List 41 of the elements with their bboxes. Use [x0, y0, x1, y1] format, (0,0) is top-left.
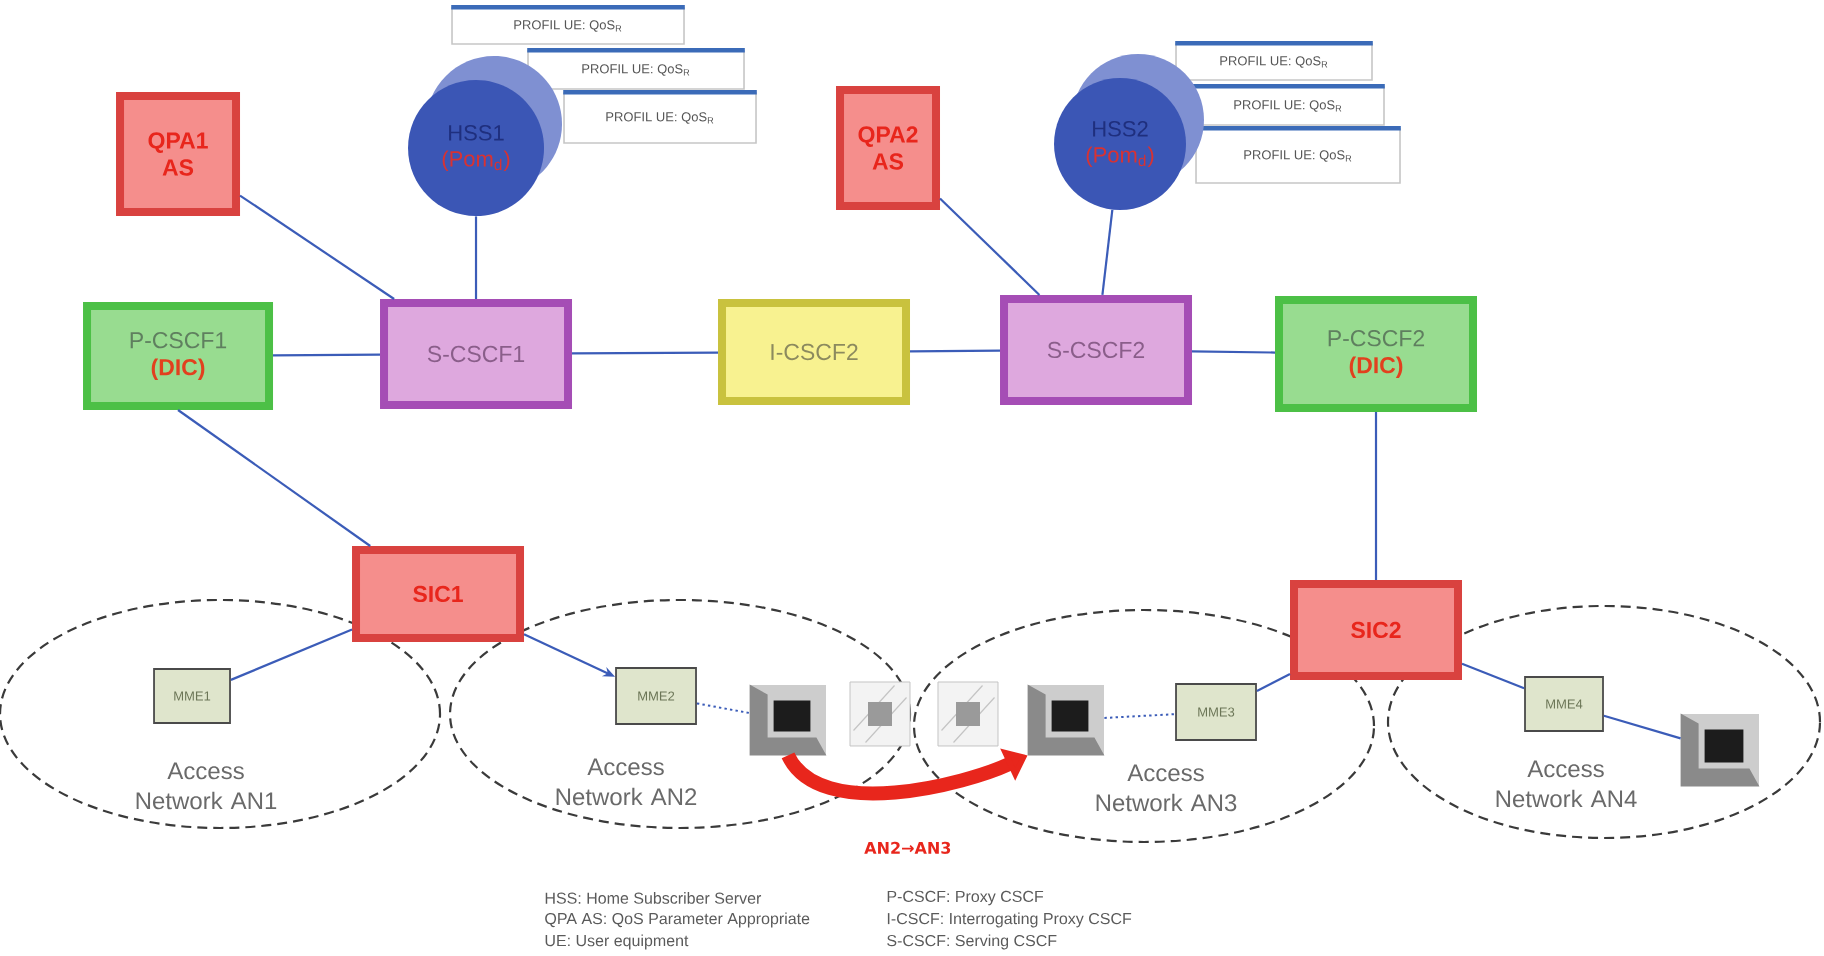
connector-line	[1603, 714, 1681, 740]
connector-line	[230, 628, 353, 681]
connector-line	[1461, 662, 1525, 690]
terminal-icon	[1027, 684, 1105, 756]
terminal-icon	[749, 684, 827, 756]
network-label: Access Network AN1	[136, 762, 277, 810]
server-box: QPA2 AS	[836, 86, 940, 210]
connector-line	[239, 194, 395, 300]
server-box: I-CSCF2	[718, 299, 910, 405]
note-text: S-CSCF: Serving CSCF	[887, 934, 1057, 950]
note-text: UE: User equipment	[545, 934, 689, 950]
network-label: Access Network AN3	[1096, 764, 1237, 812]
server-box: SIC1	[352, 546, 524, 642]
connector-line	[177, 409, 371, 547]
connector-line	[1374, 412, 1378, 580]
note-text: QPA AS: QoS Parameter Appropriate	[545, 912, 810, 928]
terminal-icon	[1680, 713, 1760, 787]
connector-line	[1256, 673, 1291, 692]
connector-line	[572, 351, 719, 355]
note-text: I-CSCF: Interrogating Proxy CSCF	[887, 912, 1132, 928]
server-box: P-CSCF2 (DIC)	[1275, 296, 1477, 412]
faded-terminal-icon	[849, 681, 911, 747]
note-text: P-CSCF: Proxy CSCF	[887, 890, 1044, 906]
faded-terminal-icon	[937, 681, 999, 747]
dotted-line	[695, 702, 751, 714]
note-text: HSS: Home Subscriber Server	[545, 892, 762, 904]
server-box: S-CSCF2	[1000, 295, 1192, 405]
server-box: P-CSCF1 (DIC)	[83, 302, 273, 410]
connector-line	[1101, 209, 1114, 296]
connector-line	[273, 353, 381, 357]
server-box: SIC2	[1290, 580, 1462, 680]
network-label: Access Network AN2	[556, 758, 697, 806]
connector-line	[474, 216, 478, 299]
connector-line	[1192, 350, 1276, 354]
network-label: Access Network AN4	[1496, 760, 1637, 808]
edge-label: AN2→AN3	[862, 839, 954, 856]
server-box: QPA1 AS	[116, 92, 241, 216]
connector-line	[910, 349, 1000, 353]
server-box: S-CSCF1	[380, 299, 572, 409]
dotted-line	[1103, 713, 1177, 719]
connector-line	[939, 197, 1041, 296]
